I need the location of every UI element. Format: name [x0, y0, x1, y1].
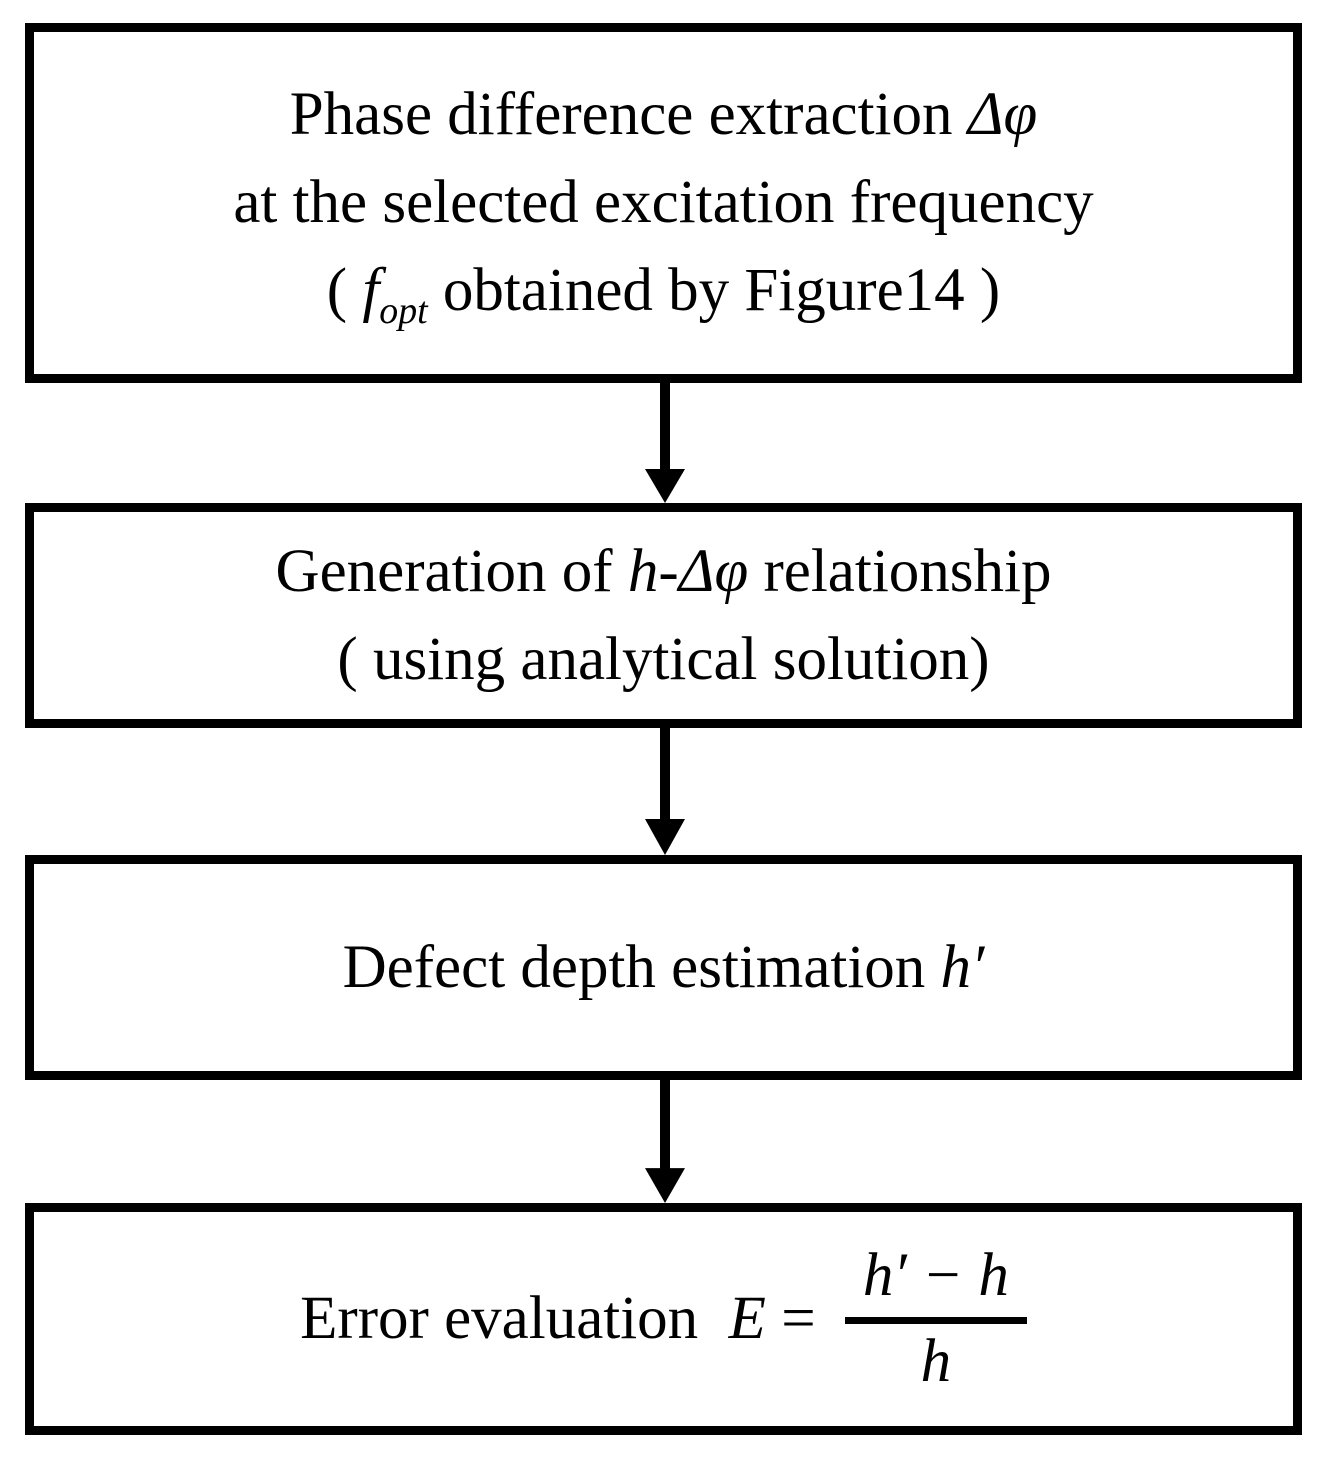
- box1-line3: ( fopt obtained by Figure14 ): [327, 247, 1000, 335]
- delta-phi-symbol: Δφ: [967, 81, 1038, 149]
- box1-line3-open-paren: (: [326, 256, 363, 324]
- flow-box-generation-relationship: Generation of h-Δφ relationship ( using …: [25, 503, 1302, 728]
- down-arrow-icon: [644, 728, 686, 855]
- box1-line3-rest: obtained by Figure14 ): [427, 256, 1001, 324]
- box4-label: Error evaluation: [300, 1285, 729, 1353]
- down-arrow-icon: [644, 383, 686, 503]
- box2-line1: Generation of h-Δφ relationship: [276, 528, 1052, 616]
- f-opt-subscript: opt: [379, 290, 428, 333]
- box2-line1-text-b: relationship: [748, 537, 1052, 605]
- box3-text: Defect depth estimation: [342, 933, 941, 1001]
- box1-line2: at the selected excitation frequency: [233, 169, 1094, 237]
- fraction-numerator: h′ − h: [844, 1242, 1027, 1324]
- box3-line1: Defect depth estimation h′: [343, 924, 985, 1012]
- box2-line1-text-a: Generation of: [275, 537, 628, 605]
- f-opt-symbol: f: [362, 256, 380, 324]
- E-symbol: E: [728, 1285, 766, 1353]
- down-arrow-svg: [645, 728, 685, 855]
- h-delta-phi-symbol: h-Δφ: [627, 537, 749, 605]
- down-arrow-icon: [644, 1080, 686, 1203]
- equals-sign: =: [765, 1285, 831, 1353]
- down-arrow-svg: [645, 1080, 685, 1203]
- box1-line1: Phase difference extraction Δφ: [290, 71, 1038, 159]
- fraction-denominator: h: [920, 1327, 952, 1395]
- box2-line2: ( using analytical solution): [337, 625, 990, 693]
- flow-box-defect-depth-estimation: Defect depth estimation h′: [25, 855, 1302, 1080]
- flow-box-phase-difference-extraction: Phase difference extraction Δφ at the se…: [25, 23, 1302, 383]
- down-arrow-svg: [645, 383, 685, 503]
- h-prime-symbol: h′: [940, 933, 985, 1001]
- box1-line1-text: Phase difference extraction: [289, 81, 968, 149]
